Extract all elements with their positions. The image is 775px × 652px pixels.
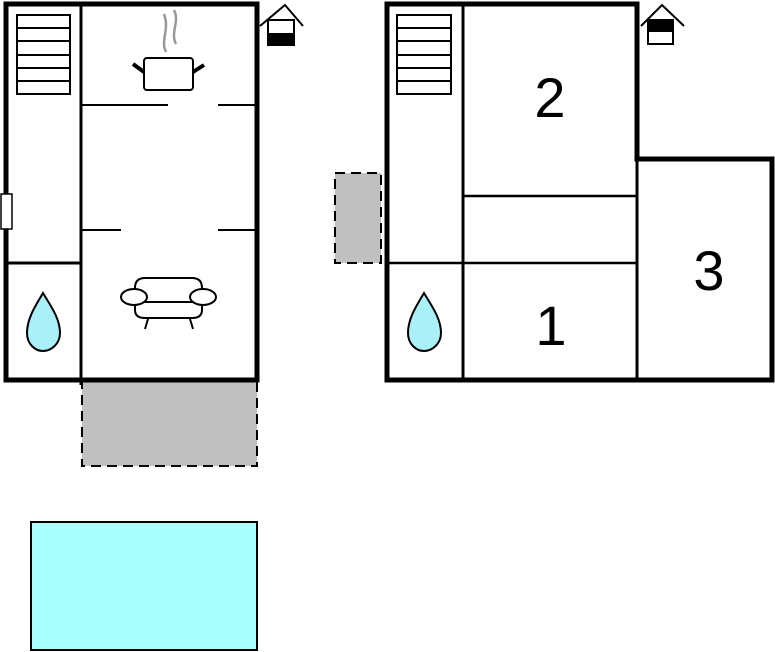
house-floor-icon [640,3,685,45]
balcony [334,172,382,264]
sofa-icon [120,277,217,330]
water-drop-icon [25,291,62,353]
house-floor-icon [259,3,304,46]
room-3-label: 3 [693,239,724,302]
ground-floor-plan [0,1,304,651]
stairs-icon [396,14,452,95]
pool [30,521,258,651]
water-drop-icon [406,291,443,353]
outer-wall [384,1,775,383]
room-1-label: 1 [535,294,566,357]
upper-floor-plan: 2 1 3 [334,1,775,383]
terrace [81,380,258,467]
cooking-pot-icon [131,9,206,91]
stairs-icon [16,14,71,95]
room-2-label: 2 [534,66,565,129]
window [0,193,13,230]
